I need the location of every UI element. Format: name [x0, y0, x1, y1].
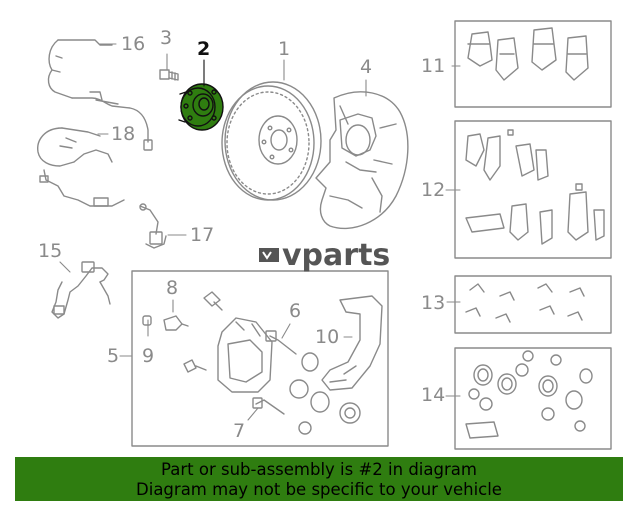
- callout-1: 1: [278, 38, 291, 60]
- callout-18: 18: [111, 123, 136, 145]
- vparts-logo-text: vparts: [282, 237, 391, 273]
- part-12-pad-kit-box: [454, 120, 612, 259]
- callout-11: 11: [421, 55, 446, 77]
- vparts-logo-icon: [259, 248, 279, 262]
- part-14-seal-kit-box: [454, 347, 612, 450]
- part-18-wire-harness: [37, 127, 125, 207]
- part-16-wire-harness: [47, 39, 153, 151]
- part-5-caliper-box: [131, 270, 389, 447]
- callout-5: 5: [107, 345, 120, 367]
- callout-17: 17: [190, 224, 215, 246]
- callout-6: 6: [289, 300, 302, 322]
- callout-8: 8: [166, 277, 179, 299]
- callout-leaders: [59, 43, 461, 421]
- banner-line-2: Diagram may not be specific to your vehi…: [136, 480, 502, 499]
- vparts-logo: vparts: [258, 237, 391, 273]
- banner-line-1: Part or sub-assembly is #2 in diagram: [161, 460, 477, 479]
- part-11-pads-box: [454, 20, 612, 108]
- callout-10: 10: [315, 326, 340, 348]
- part-4-dust-shield: [315, 91, 409, 230]
- part-15-hose: [51, 261, 111, 319]
- part-1-brake-rotor: [221, 81, 322, 201]
- part-3-bolt: [159, 69, 179, 81]
- part-13-clip-box: [454, 275, 612, 334]
- callout-7: 7: [233, 420, 246, 442]
- callout-13: 13: [421, 292, 446, 314]
- callout-12: 12: [421, 179, 446, 201]
- caliper-components: [142, 291, 383, 435]
- callout-4: 4: [360, 56, 373, 78]
- callout-14: 14: [421, 384, 446, 406]
- part-17-sensor: [139, 203, 167, 249]
- callout-16: 16: [121, 33, 146, 55]
- callout-3: 3: [160, 27, 173, 49]
- callout-15: 15: [38, 240, 63, 262]
- callout-9: 9: [142, 345, 155, 367]
- part-2-hub-assembly: [178, 83, 224, 131]
- callout-2: 2: [197, 38, 211, 60]
- part-notice-banner: Part or sub-assembly is #2 in diagram Di…: [15, 457, 623, 501]
